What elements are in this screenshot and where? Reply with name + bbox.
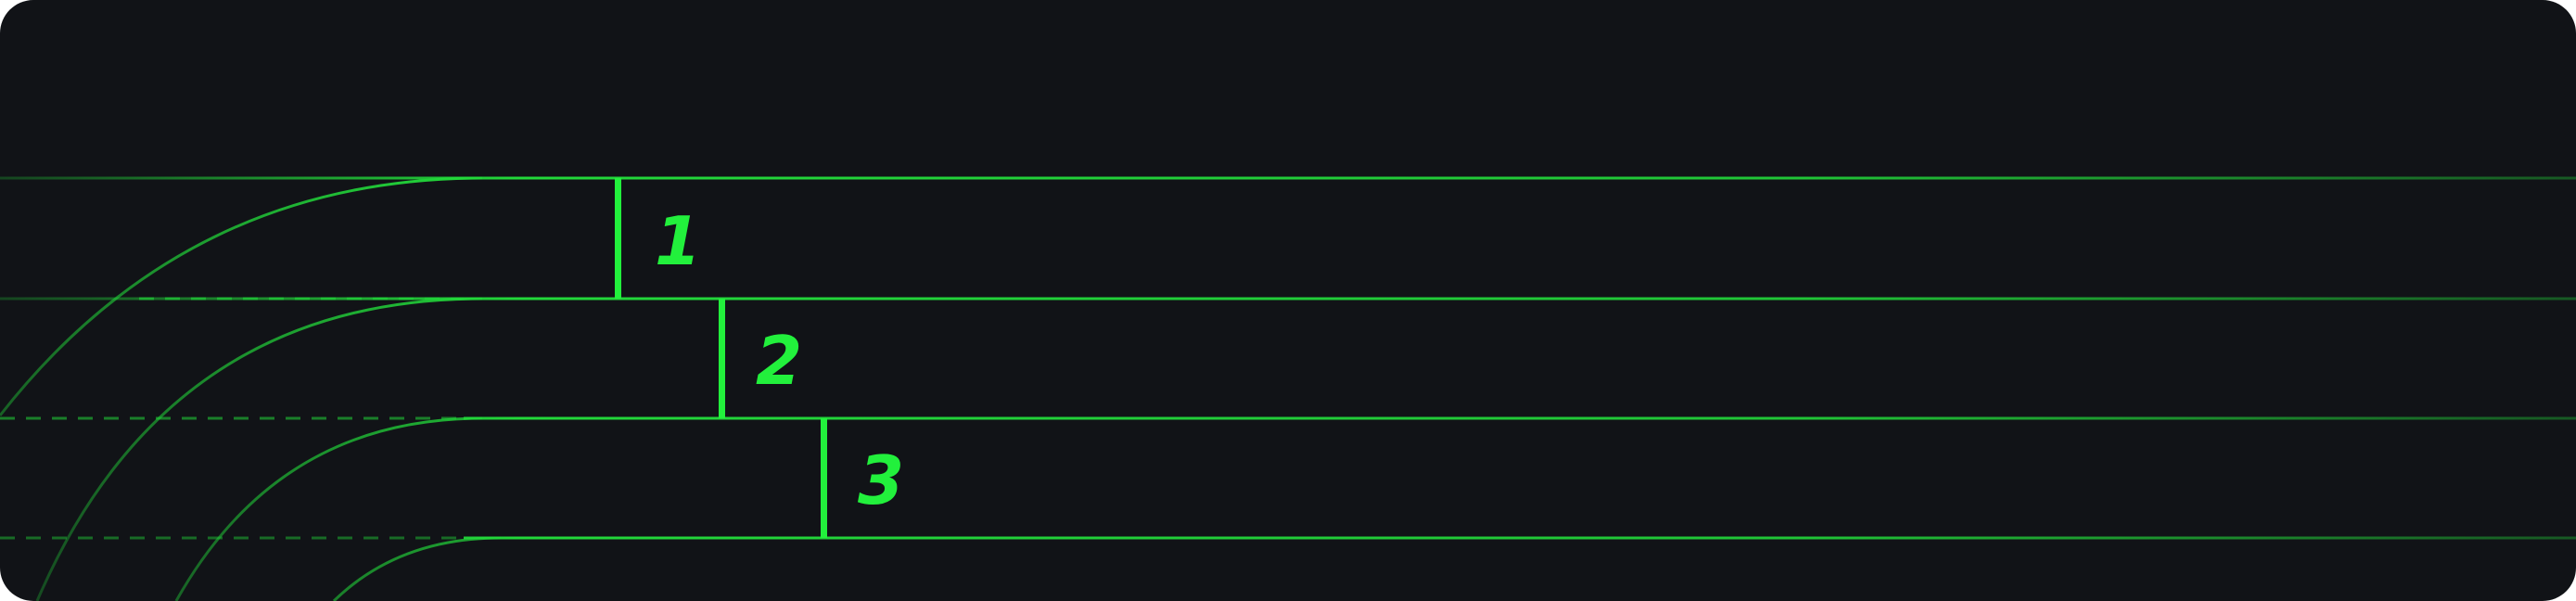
track-curve-2 <box>35 297 483 601</box>
start-marker-3 <box>821 418 827 538</box>
track-curve-1 <box>0 176 483 416</box>
lane-number-1: 1 <box>655 202 701 280</box>
start-marker-1 <box>615 178 621 299</box>
lane-number-3: 3 <box>858 441 904 519</box>
track-curve-4 <box>332 536 502 601</box>
start-marker-2 <box>719 299 725 418</box>
lane-number-2: 2 <box>756 322 802 400</box>
track-curve-3 <box>174 416 483 601</box>
